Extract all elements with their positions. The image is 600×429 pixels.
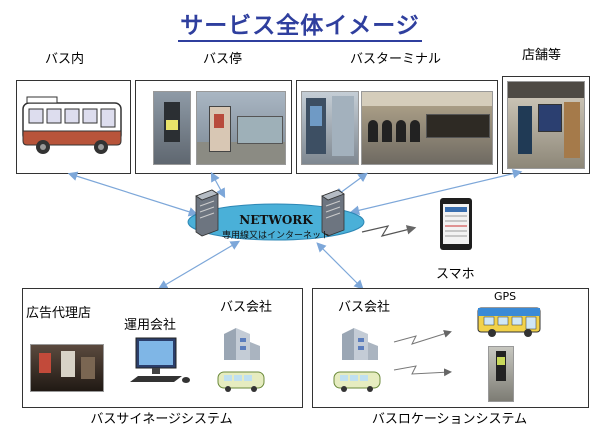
- page-title: サービス全体イメージ: [0, 6, 600, 42]
- bus-stop-photo-1: [153, 91, 191, 165]
- bus-stop-photo-2: [196, 91, 286, 165]
- terminal-photo-1: [301, 91, 359, 165]
- stores-box: [502, 76, 590, 174]
- location-wireless-links: [393, 329, 452, 377]
- link-stores: [349, 168, 523, 216]
- link-location-system: [316, 242, 364, 290]
- bus-icon-signage: [217, 371, 265, 392]
- gps-bus-icon: [477, 307, 541, 337]
- link-bus-stop: [210, 171, 226, 199]
- label-bus-interior: バス内: [45, 52, 85, 67]
- label-bus-company-location: バス会社: [338, 300, 391, 315]
- server-left-icon: [195, 189, 219, 237]
- label-bus-company-signage: バス会社: [220, 300, 273, 315]
- label-bus-stop: バス停: [203, 52, 243, 67]
- link-bus-interior: [67, 171, 199, 217]
- label-ad-agency: 広告代理店: [26, 306, 92, 321]
- network-title: NETWORK: [239, 213, 313, 227]
- label-gps: GPS: [494, 290, 517, 303]
- label-bus-terminal: バスターミナル: [350, 52, 442, 67]
- building-icon-location: [342, 328, 378, 360]
- signage-system-caption: バスサイネージシステム: [90, 412, 233, 427]
- bus-icon-location: [333, 371, 381, 392]
- bus-illustration: [22, 96, 122, 154]
- title-text: サービス全体イメージ: [178, 13, 422, 42]
- store-photo: [507, 81, 585, 169]
- label-stores: 店舗等: [522, 48, 562, 63]
- terminal-photo-2: [361, 91, 493, 165]
- building-icon-signage: [224, 328, 260, 360]
- location-system-caption: バスロケーションシステム: [371, 412, 528, 427]
- computer-icon: [130, 337, 190, 383]
- network-subtitle: 専用線又はインターネット: [221, 231, 330, 241]
- bus-terminal-box: [296, 80, 498, 174]
- smartphone-icon: [440, 198, 472, 250]
- smartphone-label: スマホ: [436, 267, 475, 282]
- link-signage-system: [157, 240, 241, 290]
- ad-agency-photo: [30, 344, 104, 392]
- server-right-icon: [321, 189, 345, 237]
- wireless-link-icon: [361, 225, 417, 237]
- bus-stop-sign-photo: [488, 346, 514, 402]
- label-operator: 運用会社: [124, 318, 177, 333]
- network-ellipse: [187, 203, 365, 241]
